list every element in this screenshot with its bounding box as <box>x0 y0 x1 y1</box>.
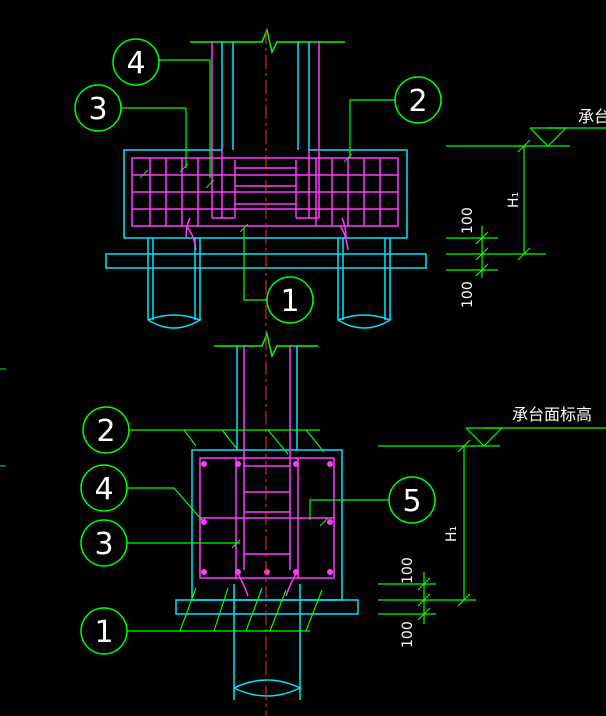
top-elevation-label: 承台 <box>578 107 606 126</box>
bottom-leader-ticks <box>179 429 329 632</box>
bottom-elevation-label: 承台面标高 <box>512 405 592 424</box>
bottom-callout-1-label: 1 <box>94 615 113 650</box>
bottom-dim-100-upper: 100 <box>400 557 416 584</box>
top-cap-rebar-cage <box>131 42 399 251</box>
bottom-pile-cap-detail: 2 4 3 1 5 <box>80 331 606 716</box>
top-elevation-dimensions <box>446 127 606 278</box>
bottom-rebar-dots <box>201 461 333 575</box>
bottom-pile <box>233 584 302 700</box>
bottom-cushion-slab <box>175 599 359 615</box>
bottom-callout-1: 1 <box>80 607 310 655</box>
top-callout-2: 2 <box>349 76 442 158</box>
top-callout-4: 4 <box>112 38 211 178</box>
top-callout-2-label: 2 <box>408 84 427 119</box>
bottom-column-outline <box>236 346 298 450</box>
top-callout-3-label: 3 <box>88 92 107 127</box>
top-dim-100-lower: 100 <box>460 281 476 308</box>
top-column-break-line <box>190 27 345 55</box>
bottom-callout-3-label: 3 <box>94 527 113 562</box>
bottom-elevation-dimensions <box>378 427 606 624</box>
bottom-cap-rebar-cage <box>199 346 335 597</box>
bottom-column-break-line <box>214 331 318 359</box>
bottom-dim-h1: H₁ <box>444 526 460 542</box>
bottom-callout-3: 3 <box>80 519 240 567</box>
top-callout-4-label: 4 <box>126 46 145 81</box>
top-dim-h1: H₁ <box>506 192 522 208</box>
bottom-callout-5: 5 <box>309 476 436 524</box>
bottom-callout-4-label: 4 <box>94 472 113 507</box>
bottom-dim-100-lower: 100 <box>400 621 416 648</box>
top-dim-100-upper: 100 <box>460 207 476 234</box>
bottom-callout-5-label: 5 <box>402 484 421 519</box>
left-edge-marks <box>0 368 6 467</box>
top-leader-ticks <box>139 153 353 233</box>
top-pile-right <box>337 238 392 329</box>
top-callout-1-label: 1 <box>280 284 299 319</box>
top-pile-left <box>147 238 202 329</box>
top-pile-cap-detail: 4 3 2 1 <box>74 27 606 338</box>
bottom-callout-2-label: 2 <box>96 414 115 449</box>
bottom-callout-4: 4 <box>80 464 203 521</box>
top-callout-3: 3 <box>74 84 187 168</box>
top-callout-1: 1 <box>243 228 314 324</box>
bottom-callout-2: 2 <box>82 406 320 454</box>
top-column-outline <box>221 42 310 150</box>
